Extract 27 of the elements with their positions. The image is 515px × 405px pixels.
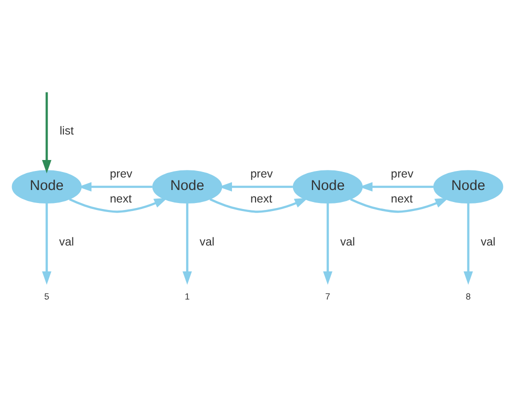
edge-label: prev — [390, 168, 414, 180]
node-text: 1 — [184, 292, 190, 302]
arrow — [182, 203, 192, 285]
edge-label: next — [390, 193, 413, 206]
node-text: 8 — [466, 292, 471, 302]
edge-label: next — [110, 193, 132, 206]
node-ellipse: Node — [12, 170, 82, 204]
node-ellipse: Node — [433, 170, 504, 204]
node-text: 7 — [325, 292, 330, 302]
arrow — [350, 198, 449, 213]
edge-label: val — [200, 236, 214, 248]
edge-label: list — [60, 125, 74, 138]
edge-label: val — [59, 236, 74, 248]
edge-label: prev — [250, 168, 273, 180]
edge-label: val — [340, 236, 355, 248]
arrow — [210, 198, 308, 213]
edge-label: next — [250, 193, 272, 206]
edge-label: val — [480, 236, 496, 248]
arrow — [42, 203, 52, 285]
node-ellipse: Node — [292, 170, 363, 204]
arrow — [42, 92, 52, 174]
node-text: 5 — [44, 292, 50, 302]
arrow — [464, 203, 473, 285]
arrow — [69, 198, 168, 213]
edge-label: prev — [110, 168, 132, 180]
arrow — [323, 203, 332, 285]
node-ellipse: Node — [152, 170, 222, 204]
